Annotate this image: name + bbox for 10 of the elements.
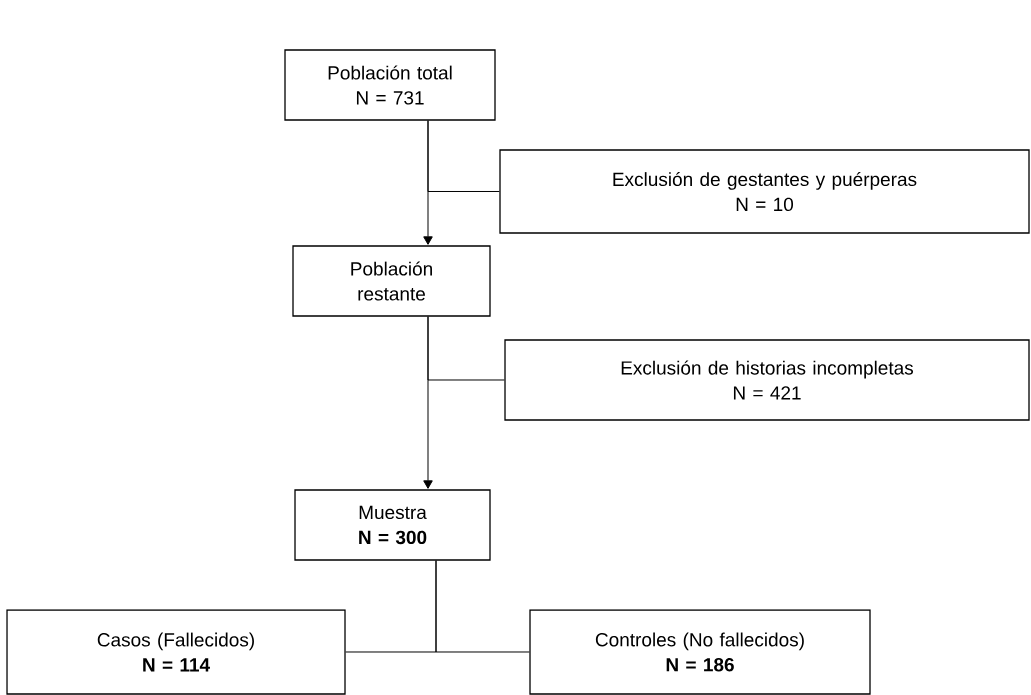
flow-box: Exclusión de gestantes y puérperas N = 10 xyxy=(499,149,1030,234)
connector xyxy=(427,120,500,192)
flow-box: Exclusión de historias incompletas N = 421 xyxy=(504,339,1030,421)
flow-box: Controles (No fallecidos) N = 186 xyxy=(529,609,871,695)
flow-box: Casos (Fallecidos) N = 114 xyxy=(6,609,346,695)
flow-box: Población restante xyxy=(292,245,491,317)
flow-box: Población total N = 731 xyxy=(284,49,496,121)
flow-box: Muestra N = 300 xyxy=(294,489,491,561)
connector xyxy=(435,560,530,653)
connector xyxy=(427,316,505,381)
